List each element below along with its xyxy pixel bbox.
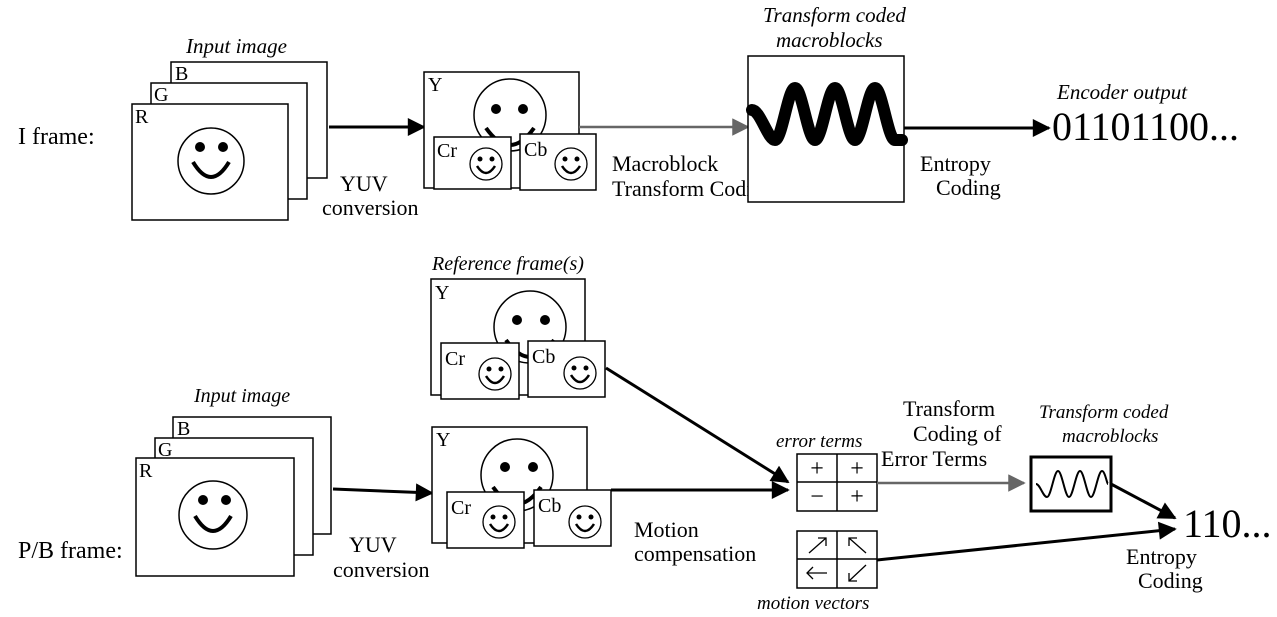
smiley-face-icon [568,505,602,539]
channel-g-label: G [158,439,172,461]
smiley-face-icon [554,147,588,181]
pbframe-row-label: P/B frame: [18,538,123,564]
cb-plane-label: Cb [532,346,555,368]
iframe-entropy-step-line1: Entropy [920,151,991,176]
pbframe-tcm-caption-line1: Transform coded [1039,402,1169,423]
smiley-face-icon [478,357,512,391]
iframe-mtc-step-line1: Macroblock [612,151,718,176]
pbframe-entropy-step-line2: Coding [1138,568,1203,593]
smiley-face-icon [469,147,503,181]
error-sign-top-right: + [850,456,864,482]
pbframe-tce-step-line2: Coding of [913,421,1002,446]
cr-plane [440,342,520,400]
pbframe-yuv-step-line2: conversion [333,557,430,582]
cb-plane [533,489,612,547]
pbframe-yuv-arrow [332,483,434,502]
channel-r-plane [131,103,289,221]
pbframe-mv-caption: motion vectors [757,593,869,614]
iframe-output-bits: 01101100... [1052,104,1239,149]
channel-r-plane [135,457,295,577]
cb-plane-label: Cb [538,495,561,517]
waveform-icon [1035,469,1109,499]
pbframe-yuv-step-line1: YUV [349,532,397,557]
cb-plane [527,340,606,398]
pbframe-input-image-stack: B G R [135,416,332,577]
smiley-face-icon [563,356,597,390]
pbframe-input-caption: Input image [193,385,290,407]
waveform-icon [746,81,908,147]
pbframe-reference-planes: Y Cr Cb [430,278,606,400]
pbframe-error-caption: error terms [776,431,862,452]
error-terms-grid: + + − + [796,453,878,512]
arrow-up-left-icon [848,537,867,554]
channel-r-label: R [135,106,149,128]
error-sign-bottom-right: + [850,484,864,510]
pbframe-tce-step-line1: Transform [903,396,995,421]
arrow-down-left-icon [848,564,867,582]
iframe-row-label: I frame: [18,124,95,150]
pbframe-tcm-caption-line2: macroblocks [1062,426,1158,447]
error-sign-top-left: + [810,456,824,482]
cr-plane-label: Cr [445,348,465,370]
arrow-up-right-icon [808,537,827,554]
iframe-yuv-step-line2: conversion [322,195,419,220]
cb-plane-label: Cb [524,139,547,161]
iframe-input-caption: Input image [185,34,287,58]
transform-to-output-arrow [1110,482,1177,520]
smiley-face-icon [178,480,248,550]
pbframe-yuv-planes: Y Cr Cb [431,426,612,549]
pbframe-entropy-step-line1: Entropy [1126,544,1197,569]
channel-g-label: G [154,84,168,106]
cr-plane [446,491,525,549]
pbframe-reference-caption: Reference frame(s) [431,253,584,275]
iframe-output-caption: Encoder output [1056,80,1188,104]
reference-to-error-arrow [605,366,790,484]
iframe-yuv-step-line1: YUV [340,171,388,196]
cb-plane [519,133,597,191]
y-plane-label: Y [428,74,442,96]
iframe-tcm-caption-line2: macroblocks [776,28,883,52]
pbframe-output-bits: 110... [1183,501,1272,546]
pbframe-motion-step-line1: Motion [634,517,699,542]
channel-b-label: B [175,63,188,85]
smiley-face-icon [482,505,516,539]
motion-vectors-grid [796,530,878,589]
channel-r-label: R [139,460,153,482]
iframe-tcm-caption-line1: Transform coded [763,3,906,27]
smiley-face-icon [177,127,245,195]
cr-plane [433,136,512,190]
iframe-yuv-planes: Y Cr Cb [423,71,597,191]
iframe-input-image-stack: B G R [131,61,328,221]
iframe-entropy-step-line2: Coding [936,175,1001,200]
y-plane-label: Y [436,429,450,451]
arrow-left-icon [806,566,827,580]
y-plane-label: Y [435,282,449,304]
pbframe-transform-coded-block [1029,455,1113,513]
pbframe-tce-step-line3: Error Terms [881,446,987,471]
vectors-to-output-arrow [876,521,1177,562]
cr-plane-label: Cr [437,140,457,162]
cr-plane-label: Cr [451,497,471,519]
channel-b-label: B [177,418,190,440]
pbframe-motion-step-line2: compensation [634,541,756,566]
error-sign-bottom-left: − [810,484,824,510]
